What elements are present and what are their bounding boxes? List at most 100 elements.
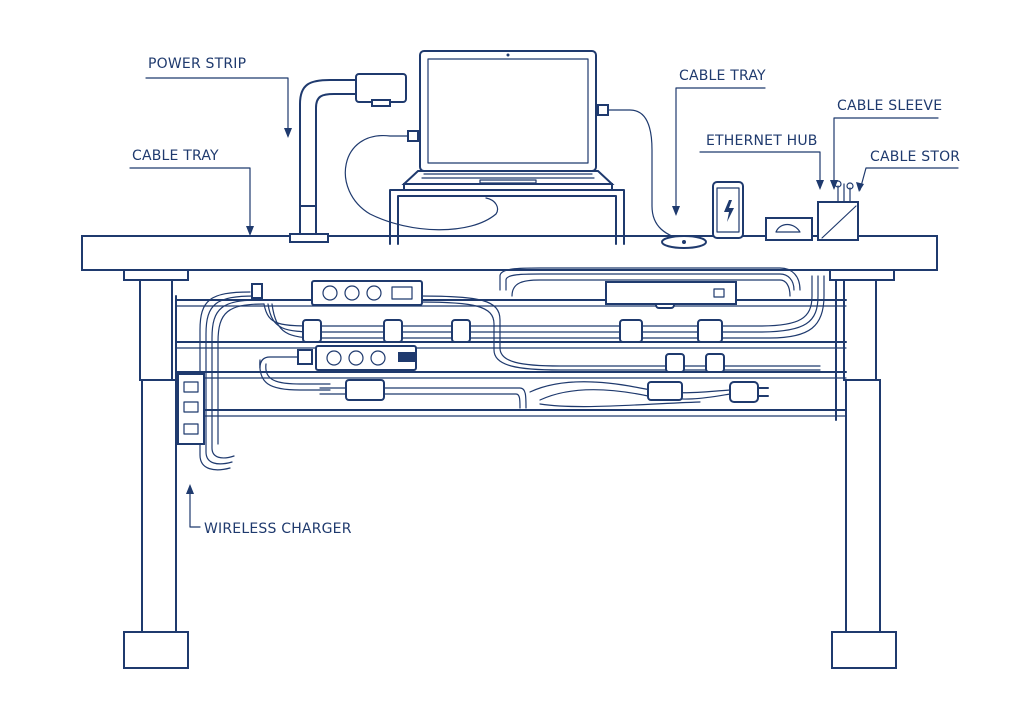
laptop-stand-frame-inner [397, 195, 617, 245]
arrow-power-strip [284, 128, 292, 138]
cable-plug-lower [259, 356, 299, 369]
arrow-wireless-charger [186, 484, 194, 494]
arrow-cable-stor [856, 182, 864, 192]
cable-drop-2 [205, 295, 256, 465]
hub-strip-body [605, 281, 737, 305]
arrow-ethernet-hub [816, 180, 824, 190]
label-cable-sleeve-text: CABLE SLEEVE [837, 98, 942, 114]
left-leg-plate [123, 269, 189, 281]
cable-sleeve-segment [647, 381, 683, 401]
arrow-cable-tray-top [672, 206, 680, 216]
laptop-screen-frame [419, 50, 597, 172]
label-cable-tray-top-text: CABLE TRAY [679, 68, 766, 84]
monitor-arm-inner [315, 93, 357, 235]
laptop-cable-left [344, 135, 499, 231]
outlet-icon [322, 285, 338, 301]
cable-run-l [265, 363, 331, 385]
cable-run-f [511, 279, 791, 297]
outlet-icon [326, 350, 342, 366]
cable-run-g [419, 295, 821, 367]
label-ethernet-hub-text: ETHERNET HUB [706, 133, 818, 149]
webcam-icon [506, 53, 510, 57]
desk-top [81, 235, 938, 271]
label-ethernet-hub: ETHERNET HUB [699, 133, 824, 190]
label-cable-sleeve: CABLE SLEEVE [830, 98, 942, 190]
power-strip-adapter [355, 73, 407, 103]
phone [712, 181, 744, 239]
monitor-arm-base [289, 233, 329, 243]
left-leg-lower [141, 379, 177, 643]
label-cable-tray-left-text: CABLE TRAY [132, 148, 219, 164]
laptop-bottom-edge [403, 183, 613, 191]
label-cable-stor-text: CABLE STOR [870, 149, 960, 165]
leader-ethernet-hub [699, 151, 821, 189]
arrow-cable-sleeve [830, 180, 838, 190]
power-strip-upper [251, 280, 423, 306]
cable-run-e [505, 273, 795, 291]
hub-port-icon [775, 223, 801, 233]
cable-run-j [319, 393, 521, 409]
cable-tie [697, 319, 723, 343]
right-leg-lower [845, 379, 881, 643]
arrow-cable-tray-left [246, 226, 254, 236]
cable-tie [302, 319, 322, 343]
ethernet-hub-body [765, 217, 813, 241]
leader-cable-tray-top [675, 87, 766, 215]
cable-run-i [319, 387, 527, 409]
cup-item-icon [846, 182, 854, 190]
wall-socket-body [177, 373, 205, 445]
wireless-charger-pad [661, 235, 707, 249]
cable-run-n [539, 389, 731, 401]
plug-head [251, 283, 263, 299]
usb-plug [407, 130, 419, 142]
cable-tie [383, 319, 403, 343]
plug-right-body [729, 381, 759, 403]
port-icon [713, 288, 725, 298]
laptop [401, 50, 615, 191]
right-foot [831, 631, 897, 669]
cable-run-m [529, 381, 731, 394]
cable-run-b [267, 275, 819, 333]
cup-item-icon [834, 180, 842, 188]
keyboard-lines [421, 173, 595, 179]
cable-sleeve-segment [345, 379, 385, 401]
cable-tie [451, 319, 471, 343]
right-leg-upper [843, 279, 877, 381]
power-strip-lower [259, 345, 417, 371]
cable-drop-3 [211, 299, 261, 459]
left-leg-upper [139, 279, 173, 381]
desk [81, 235, 938, 669]
plug-icon [398, 352, 416, 362]
cable-drop-1 [199, 291, 251, 471]
outlet-icon [344, 285, 360, 301]
laptop-cables [344, 104, 691, 243]
charging-bolt-icon [724, 200, 734, 222]
laptop-cable-right [605, 109, 691, 243]
leader-cable-sleeve [833, 117, 939, 189]
leader-wireless-charger [189, 487, 201, 528]
label-power-strip-text: POWER STRIP [148, 56, 246, 72]
cable-tie [705, 353, 725, 373]
plug-right [729, 381, 769, 403]
wall-socket [177, 373, 205, 445]
label-wireless-charger: WIRELESS CHARGER [186, 484, 352, 537]
plug-prongs-icon [757, 387, 769, 397]
cable-bundles [199, 267, 825, 471]
cup-items [837, 183, 851, 203]
hub-strip [605, 281, 737, 305]
cable-run-h [419, 301, 821, 371]
label-wireless-charger-text: WIRELESS CHARGER [204, 521, 352, 537]
phone-screen [716, 187, 740, 233]
cable-run-c [271, 275, 825, 339]
outlet-icon [370, 350, 386, 366]
cable-tie [665, 353, 685, 373]
cable-run-a [263, 275, 813, 327]
plug-head [297, 349, 313, 365]
cable-storage-cup [817, 180, 859, 241]
cable-run-d [499, 267, 801, 291]
cup-diagonal [821, 205, 857, 239]
label-power-strip: POWER STRIP [145, 56, 292, 138]
usb-plug [597, 104, 609, 116]
leader-cable-tray-left [129, 167, 251, 235]
